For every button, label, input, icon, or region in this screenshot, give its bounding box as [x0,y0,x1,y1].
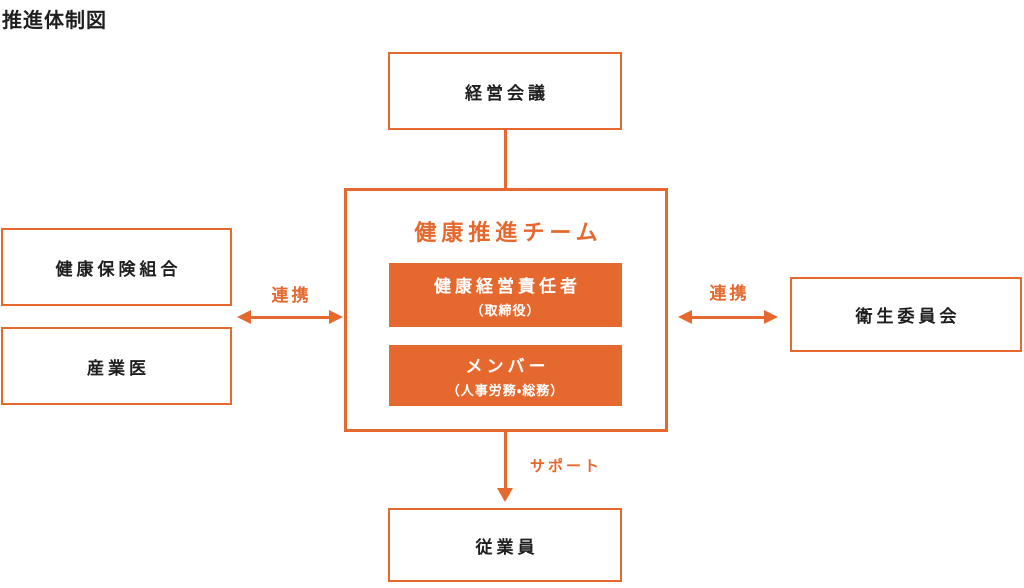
node-management-meeting-label: 経営会議 [465,83,549,103]
node-health-management-leader: 健康経営責任者 （取締役） [389,263,622,327]
arrowhead-down-icon [497,488,513,502]
node-management-meeting: 経営会議 [388,52,622,130]
link-label-left: 連携 [271,286,312,305]
diagram-title: 推進体制図 [2,10,107,32]
link-arrow-right [678,310,778,324]
support-label: サポート [530,458,603,475]
arrow-shaft [687,315,769,319]
members-sublabel: （人事労務・総務） [446,383,565,398]
link-arrow-left [237,310,343,324]
members-label: メンバー [465,357,550,376]
arrowhead-left-icon [237,310,251,324]
node-health-promotion-team: 健康推進チーム 健康経営責任者 （取締役） メンバー （人事労務・総務） [344,188,668,432]
node-health-insurance-union: 健康保険組合 [1,228,232,306]
node-employees-label: 従業員 [475,537,539,557]
arrow-shaft [246,315,334,319]
arrowhead-left-icon [678,310,692,324]
node-health-insurance-union-label: 健康保険組合 [55,259,182,279]
node-occupational-physician-label: 産業医 [87,358,150,378]
leader-sublabel: （取締役） [470,302,541,318]
team-title: 健康推進チーム [414,220,603,245]
node-hygiene-committee-label: 衛生委員会 [855,307,961,326]
node-hygiene-committee: 衛生委員会 [790,277,1022,352]
node-occupational-physician: 産業医 [1,327,232,405]
arrowhead-right-icon [764,310,778,324]
arrowhead-right-icon [329,310,343,324]
node-employees: 従業員 [388,508,622,582]
connector-management-to-team [504,130,507,188]
leader-label: 健康経営責任者 [434,276,581,296]
arrow-shaft [504,432,507,489]
support-arrow [496,432,515,502]
link-label-right: 連携 [709,284,750,303]
node-members: メンバー （人事労務・総務） [389,345,622,406]
